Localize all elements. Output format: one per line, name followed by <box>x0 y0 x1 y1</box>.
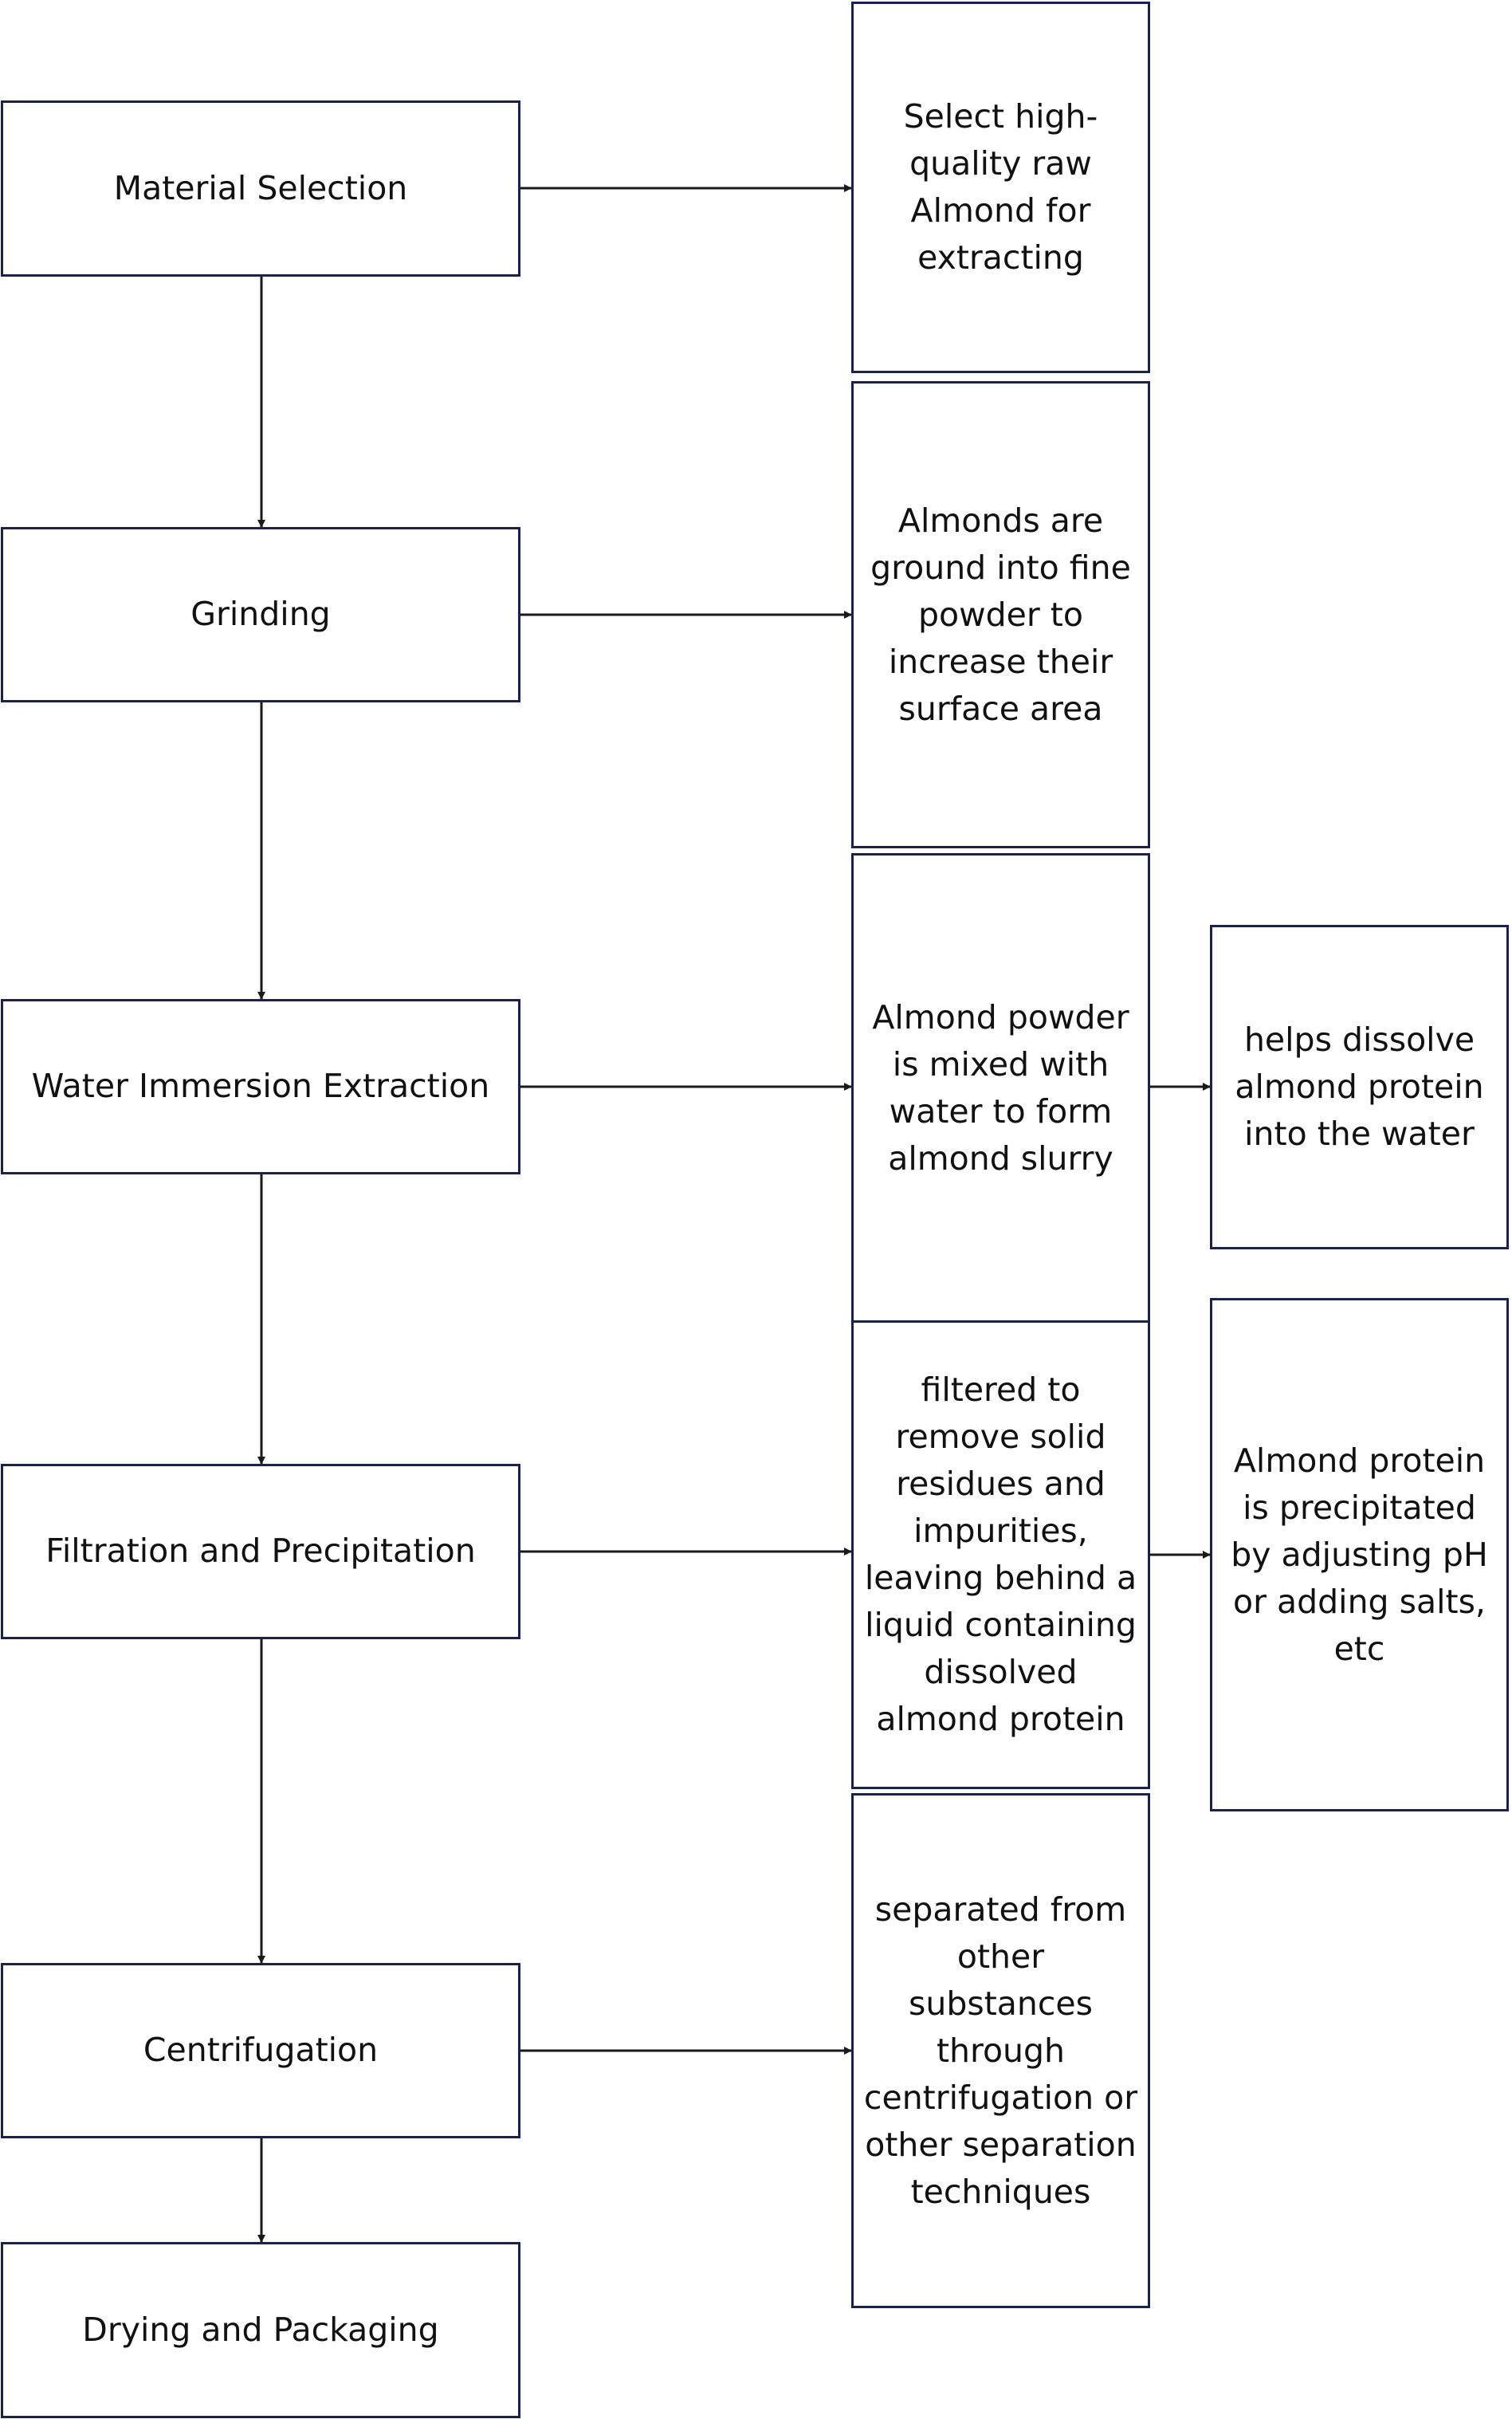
sub-detail-text: helps dissolve almond protein into the w… <box>1235 1021 1484 1153</box>
detail-text: Select high-quality raw Almond for extra… <box>903 97 1098 277</box>
detail-text: Almonds are ground into fine powder to i… <box>870 501 1131 728</box>
detail-text: filtered to remove solid residues and im… <box>864 1371 1137 1738</box>
step-filtration-and-precipitation: Filtration and Precipitation <box>1 1464 520 1639</box>
detail-text: separated from other substances through … <box>863 1890 1138 2211</box>
step-label: Centrifugation <box>143 2031 379 2070</box>
step-label: Water Immersion Extraction <box>31 1067 490 1106</box>
step-label: Grinding <box>190 595 331 634</box>
detail-text: Almond powder is mixed with water to for… <box>872 997 1129 1178</box>
detail-grinding: Almonds are ground into fine powder to i… <box>851 381 1150 848</box>
step-drying-and-packaging: Drying and Packaging <box>1 2242 520 2418</box>
detail-material-selection: Select high-quality raw Almond for extra… <box>851 2 1150 373</box>
sub-detail-precipitation: Almond protein is precipitated by adjust… <box>1210 1298 1509 1811</box>
detail-centrifugation: separated from other substances through … <box>851 1793 1150 2308</box>
step-grinding: Grinding <box>1 527 520 702</box>
detail-filtration: filtered to remove solid residues and im… <box>851 1320 1150 1789</box>
step-label: Drying and Packaging <box>82 2310 439 2349</box>
detail-water-immersion-extraction: Almond powder is mixed with water to for… <box>851 853 1150 1323</box>
step-water-immersion-extraction: Water Immersion Extraction <box>1 999 520 1174</box>
step-label: Filtration and Precipitation <box>45 1532 476 1571</box>
sub-detail-text: Almond protein is precipitated by adjust… <box>1231 1441 1488 1668</box>
step-material-selection: Material Selection <box>1 100 520 277</box>
step-centrifugation: Centrifugation <box>1 1963 520 2138</box>
step-label: Material Selection <box>113 168 408 207</box>
sub-detail-dissolve-protein: helps dissolve almond protein into the w… <box>1210 925 1509 1249</box>
